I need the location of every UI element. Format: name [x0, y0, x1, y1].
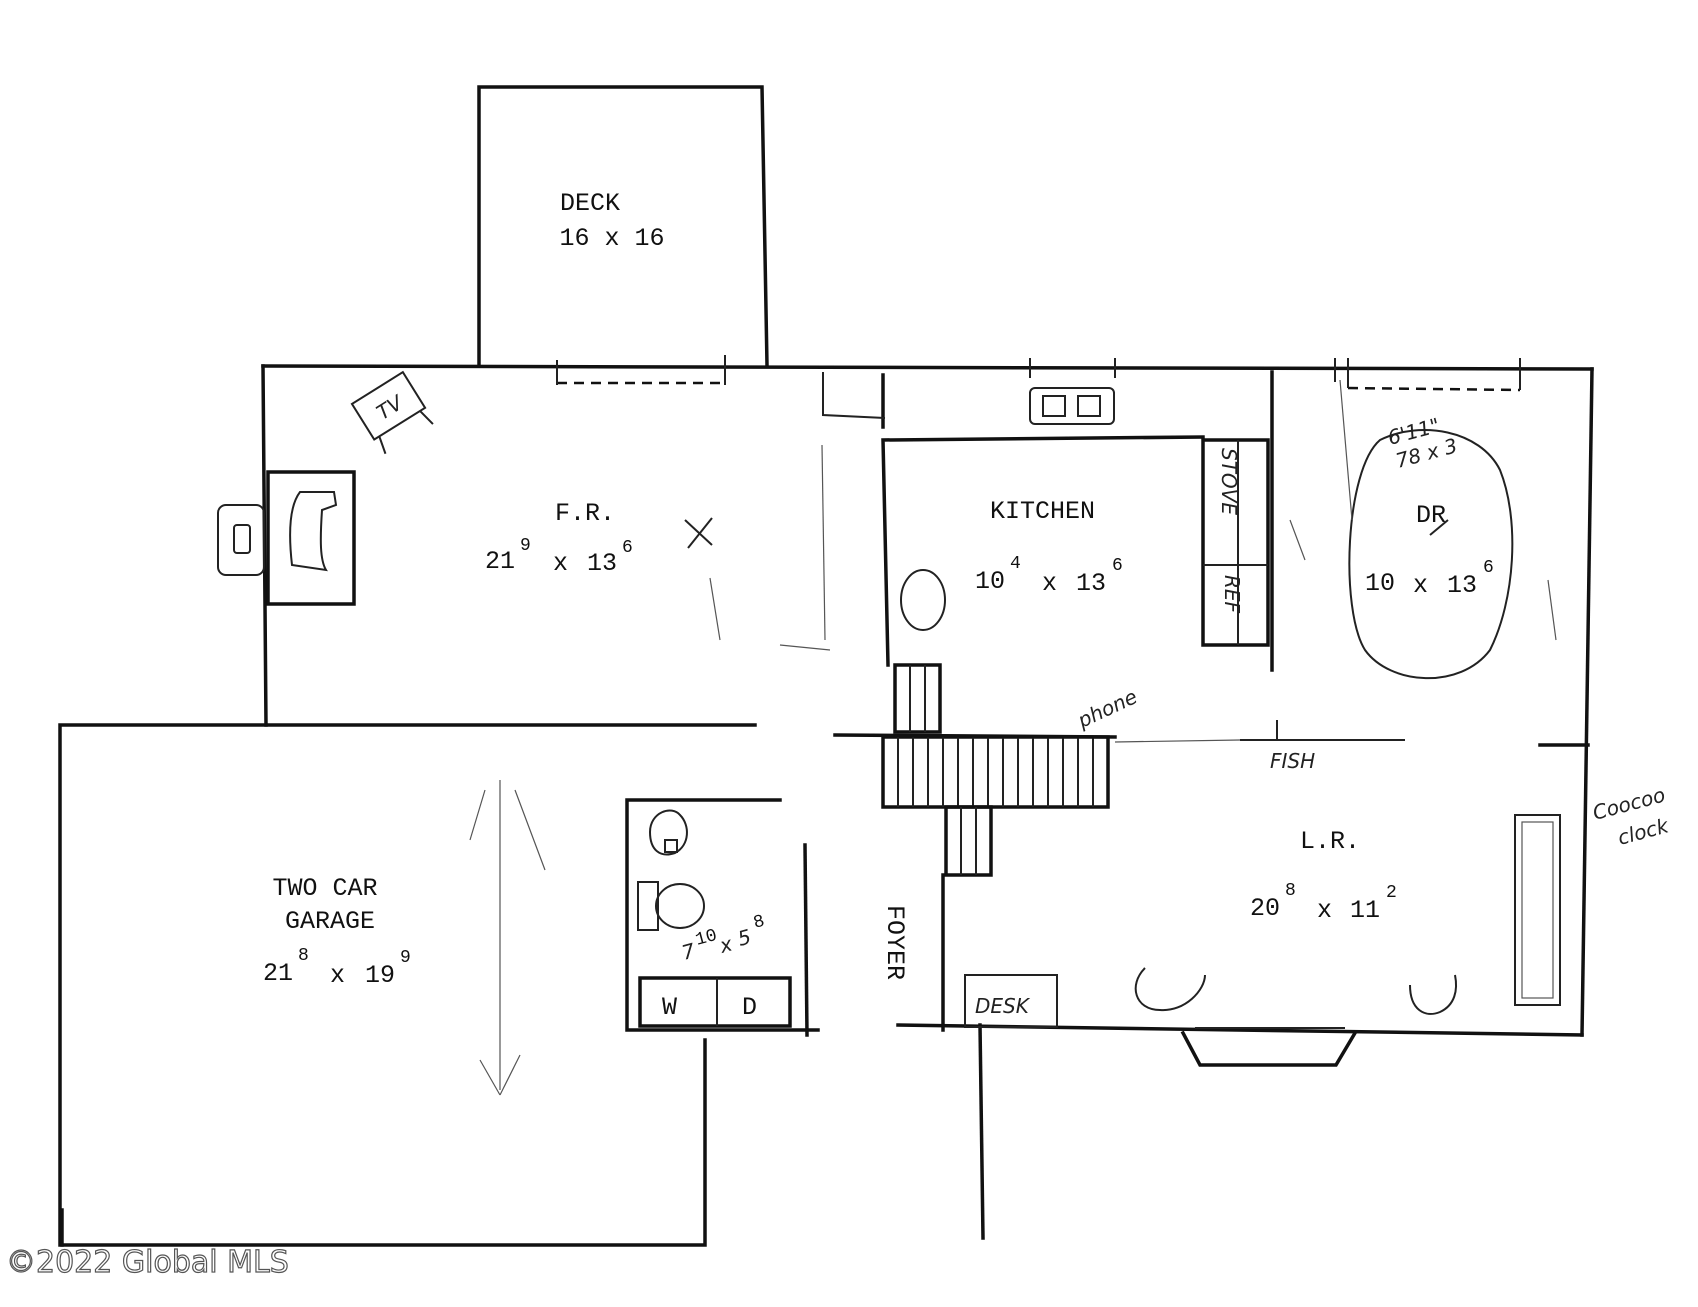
stairs: phone: [833, 663, 1141, 877]
garage: TWO CAR GARAGE 21 8 x 19 9: [58, 723, 757, 1247]
garage-x: x: [330, 961, 345, 990]
kitchen-name: KITCHEN: [990, 497, 1095, 526]
family-room-height-sup: 6: [622, 538, 633, 558]
living-room-name: L.R.: [1300, 827, 1360, 856]
family-room-height: 13: [587, 549, 617, 578]
coocoo-label-2: clock: [1615, 813, 1672, 850]
ref-label: REF: [1220, 575, 1244, 614]
kitchen-width: 10: [975, 567, 1005, 596]
watermark: ©2022 Global MLS: [6, 1245, 289, 1280]
deck: DECK 16 x 16: [477, 85, 769, 367]
foyer-label: FOYER: [880, 905, 909, 980]
kitchen-x: x: [1042, 569, 1057, 598]
kitchen: STOVE REF KITCHEN 10 4 x 13 6: [881, 370, 1274, 672]
stove-label: STOVE: [1217, 448, 1241, 515]
garage-width: 21: [263, 959, 293, 988]
top-windows: [556, 355, 1521, 392]
dining-room-height-sup: 6: [1483, 558, 1494, 578]
dining-room-height: 13: [1447, 571, 1477, 600]
bath-height-sup: 8: [751, 912, 767, 934]
washer-label: W: [662, 993, 677, 1022]
family-room-name: F.R.: [555, 499, 615, 528]
garage-width-sup: 8: [298, 946, 309, 966]
bath-width-sup: 10: [693, 926, 719, 951]
dining-room: 6'11" 78 x 3 DR 10 x 13 6: [1348, 413, 1514, 680]
foyer: FOYER: [880, 873, 945, 1032]
living-room-width: 20: [1250, 894, 1280, 923]
family-room: F.R. 21 9 x 13 6: [485, 499, 713, 578]
living-room-height: 11: [1350, 896, 1380, 925]
living-room: L.R. 20 8 x 11 2 DESK Coocoo clock: [964, 783, 1672, 1067]
family-room-x: x: [553, 549, 568, 578]
garage-name-1: TWO CAR: [272, 874, 377, 903]
bath-height: 5: [735, 924, 754, 950]
tv-label: TV: [372, 390, 408, 425]
fireplace: [217, 470, 356, 606]
dining-room-width: 10: [1365, 569, 1395, 598]
deck-name: DECK: [560, 189, 620, 218]
kitchen-height: 13: [1076, 569, 1106, 598]
living-room-divider: FISH: [1114, 720, 1590, 773]
deck-dims: 16 x 16: [559, 224, 664, 253]
dining-room-x: x: [1413, 571, 1428, 600]
desk-label: DESK: [975, 994, 1031, 1018]
interior-sketches: [709, 372, 1557, 651]
garage-name-2: GARAGE: [285, 907, 375, 936]
dryer-label: D: [742, 993, 757, 1022]
phone-label: phone: [1073, 684, 1141, 733]
fish-label: FISH: [1270, 749, 1315, 773]
family-room-width-sup: 9: [520, 536, 531, 556]
living-room-height-sup: 2: [1386, 883, 1397, 903]
garage-height: 19: [365, 961, 395, 990]
garage-height-sup: 9: [400, 948, 411, 968]
bath-width: 7: [679, 938, 698, 965]
bath-x: x: [716, 932, 735, 959]
living-room-x: x: [1317, 896, 1332, 925]
half-bath: W D 7 10 x 5 8: [625, 798, 820, 1037]
tv-icon: TV: [350, 370, 434, 455]
living-room-width-sup: 8: [1285, 881, 1296, 901]
family-room-width: 21: [485, 547, 515, 576]
kitchen-height-sup: 6: [1112, 556, 1123, 576]
kitchen-width-sup: 4: [1010, 554, 1021, 574]
